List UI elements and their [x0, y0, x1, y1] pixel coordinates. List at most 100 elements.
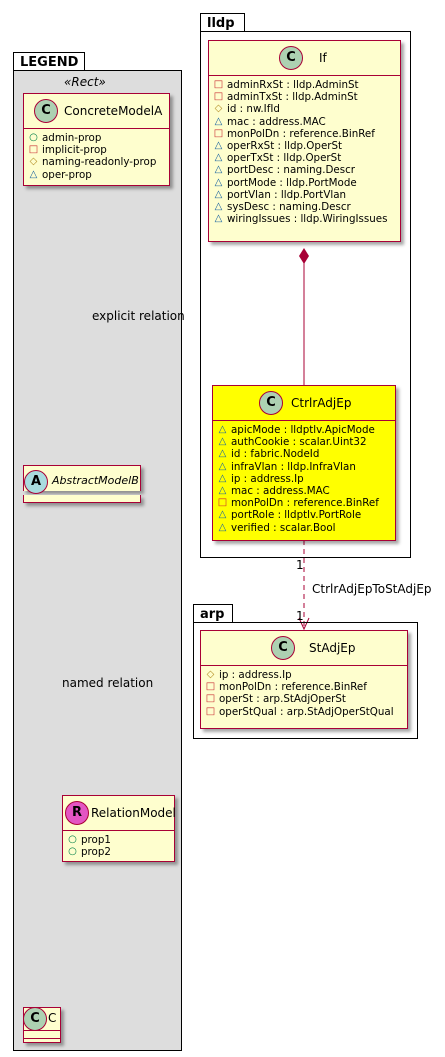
attribute-item: △portVlan : lldp.PortVlan: [214, 188, 347, 201]
attribute-item: △ip : address.Ip: [218, 472, 304, 485]
package-icon: △: [218, 521, 227, 533]
package-icon: △: [218, 424, 227, 435]
attribute-list: △apicMode : lldptlv.ApicMode △authCookie…: [213, 421, 395, 534]
c-class[interactable]: C C: [23, 1007, 61, 1043]
st-adj-ep-class[interactable]: C StAdjEp ◇ip : address.Ip □monPolDn : r…: [200, 630, 408, 729]
if-class[interactable]: C If □adminRxSt : lldp.AdminSt □adminTxS…: [208, 40, 401, 242]
abstract-model-b-class[interactable]: A AbstractModelB: [23, 465, 141, 497]
class-name: ConcreteModelA: [64, 104, 163, 118]
class-badge-icon: C: [23, 1007, 47, 1031]
class-name: StAdjEp: [309, 641, 356, 655]
class-name: RelationModel: [91, 806, 176, 820]
package-icon: △: [214, 176, 223, 188]
attribute-item: ◇naming-readonly-prop: [29, 156, 157, 169]
attribute-item: △operRxSt : lldp.OperSt: [214, 139, 343, 152]
attribute-item: ◇id : nw.IfId: [214, 103, 280, 116]
private-icon: □: [217, 497, 228, 509]
package-icon: △: [214, 213, 223, 225]
private-icon: □: [213, 79, 224, 90]
class-badge-icon: C: [271, 636, 295, 660]
concrete-model-a-class[interactable]: C ConcreteModelA ○admin-prop □implicit-p…: [23, 93, 170, 186]
attribute-list: ◇ip : address.Ip □monPolDn : reference.B…: [201, 666, 407, 718]
attribute-list: ○prop1 ○prop2: [63, 831, 174, 858]
attribute-item: ◇ip : address.Ip: [206, 669, 292, 681]
class-badge-icon: C: [34, 99, 58, 123]
private-icon: □: [213, 91, 224, 103]
attribute-item: △mac : address.MAC: [214, 115, 326, 128]
attribute-list: ○admin-prop □implicit-prop ◇naming-reado…: [24, 129, 169, 181]
private-icon: □: [213, 127, 224, 139]
package-icon: △: [218, 436, 227, 448]
package-icon: △: [218, 509, 227, 521]
lldp-package: [200, 31, 411, 558]
abstract-model-b-body: [23, 495, 141, 503]
attribute-item: □adminTxSt : lldp.AdminSt: [213, 91, 358, 104]
attribute-item: △infraVlan : lldp.InfraVlan: [218, 460, 356, 473]
class-name: C: [48, 1011, 57, 1025]
ctrlr-adj-ep-class[interactable]: C CtrlrAdjEp △apicMode : lldptlv.ApicMod…: [212, 385, 396, 541]
package-icon: △: [218, 472, 227, 484]
class-name: CtrlrAdjEp: [291, 396, 352, 410]
private-icon: □: [28, 144, 39, 156]
arp-package-title: arp: [200, 607, 225, 622]
package-icon: △: [214, 139, 223, 151]
attribute-item: △authCookie : scalar.Uint32: [218, 436, 367, 449]
attribute-item: □implicit-prop: [28, 144, 107, 157]
attribute-item: □operSt : arp.StAdjOperSt: [205, 693, 346, 706]
explicit-relation-label: explicit relation: [92, 309, 185, 323]
class-name: AbstractModelB: [52, 474, 139, 487]
private-icon: □: [205, 693, 216, 705]
package-icon: △: [214, 152, 223, 164]
attribute-item: □monPolDn : reference.BinRef: [213, 127, 375, 140]
protected-icon: ◇: [214, 103, 223, 115]
attribute-item: △portMode : lldp.PortMode: [214, 176, 357, 189]
attribute-item: ○admin-prop: [29, 132, 102, 144]
legend-package-title: LEGEND: [20, 55, 79, 70]
public-icon: ○: [68, 846, 77, 858]
attribute-item: □operStQual : arp.StAdjOperStQual: [205, 705, 394, 718]
attribute-item: □monPolDn : reference.BinRef: [217, 497, 379, 510]
attribute-item: △wiringIssues : lldp.WiringIssues: [214, 213, 388, 226]
legend-package-tab: LEGEND: [13, 52, 85, 71]
attribute-item: △portDesc : naming.Descr: [214, 164, 355, 177]
attribute-item: △sysDesc : naming.Descr: [214, 200, 351, 213]
relation-model-class[interactable]: R RelationModel ○prop1 ○prop2: [62, 795, 176, 862]
package-icon: △: [29, 168, 38, 180]
attribute-item: △operTxSt : lldp.OperSt: [214, 152, 342, 165]
package-icon: △: [214, 115, 223, 127]
abstract-badge-icon: A: [24, 470, 48, 494]
package-icon: △: [214, 200, 223, 212]
attribute-item: △oper-prop: [29, 168, 92, 181]
attribute-item: ○prop1: [68, 834, 111, 846]
lldp-package-tab: lldp: [200, 13, 245, 32]
legend-package: [13, 70, 182, 1051]
attribute-item: △verified : scalar.Bool: [218, 521, 336, 534]
legend-stereotype: «Rect»: [64, 75, 106, 89]
private-icon: □: [205, 681, 216, 693]
ctrlr-to-stadj-label: CtrlrAdjEpToStAdjEp: [312, 582, 432, 596]
class-name: If: [319, 51, 327, 65]
attribute-item: △mac : address.MAC: [218, 484, 330, 497]
attribute-item: △apicMode : lldptlv.ApicMode: [218, 424, 375, 436]
public-icon: ○: [68, 834, 77, 845]
protected-icon: ◇: [206, 669, 215, 680]
package-icon: △: [218, 460, 227, 472]
class-badge-icon: C: [279, 46, 303, 70]
private-icon: □: [205, 705, 216, 717]
multiplicity-source: 1: [296, 558, 304, 572]
relation-badge-icon: R: [65, 801, 89, 825]
attribute-item: △id : fabric.NodeId: [218, 448, 320, 461]
attribute-item: ○prop2: [68, 846, 111, 859]
class-badge-icon: C: [259, 391, 283, 415]
arp-package-tab: arp: [193, 604, 233, 623]
attribute-list: □adminRxSt : lldp.AdminSt □adminTxSt : l…: [209, 76, 400, 225]
attribute-item: □adminRxSt : lldp.AdminSt: [213, 79, 359, 91]
public-icon: ○: [29, 132, 38, 143]
named-relation-label: named relation: [62, 676, 154, 690]
package-icon: △: [214, 164, 223, 176]
attribute-item: △portRole : lldptlv.PortRole: [218, 509, 362, 522]
protected-icon: ◇: [29, 156, 38, 168]
package-icon: △: [218, 484, 227, 496]
composition-diamond: [299, 248, 309, 264]
lldp-package-title: lldp: [207, 16, 235, 31]
